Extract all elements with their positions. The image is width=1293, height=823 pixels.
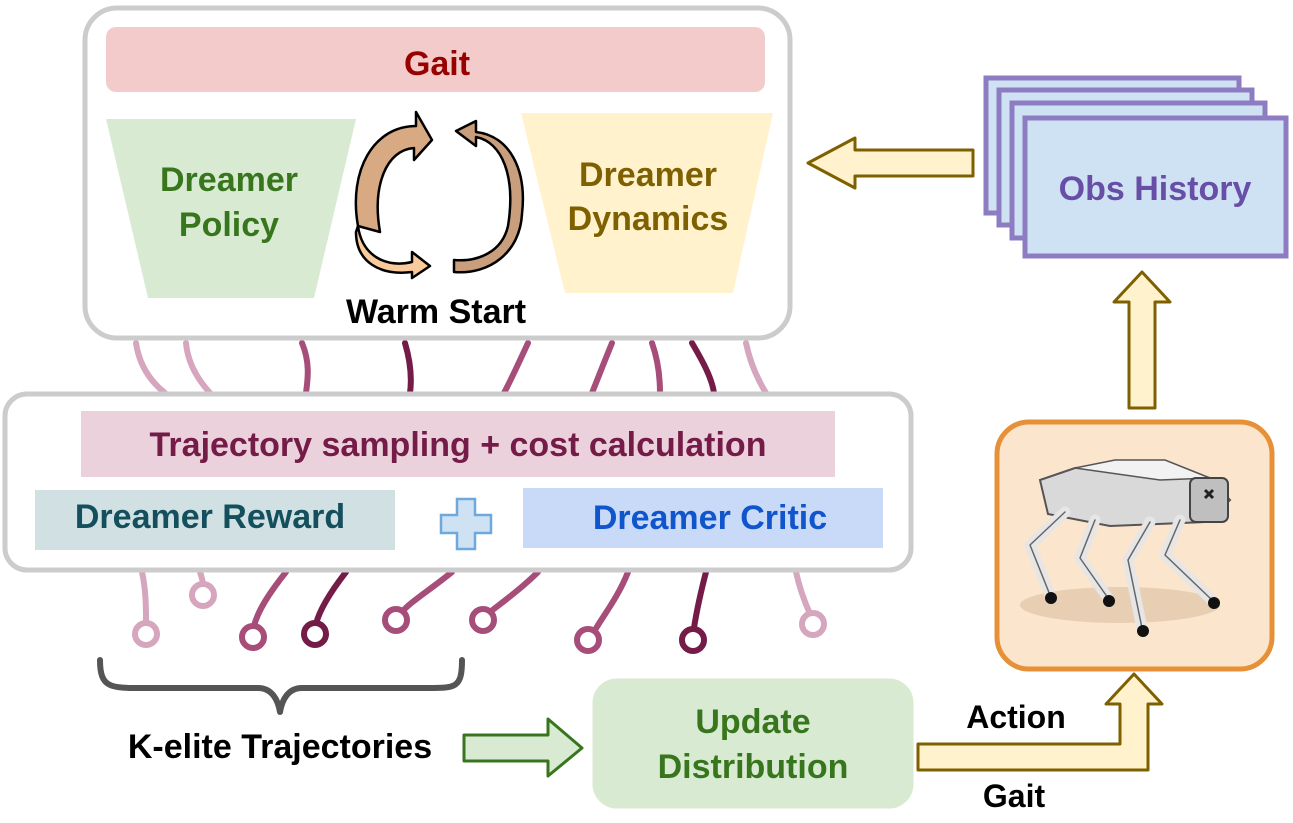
- trajectory-end-7: [574, 626, 602, 654]
- obs-card-front: [1022, 115, 1289, 259]
- cycle-arrow-bottom: [354, 224, 432, 280]
- gait-bar-label: Gait: [404, 45, 470, 83]
- trajectory-line-1: [139, 569, 149, 627]
- update-line1: Update: [695, 703, 810, 741]
- upper-wire-5: [501, 340, 531, 396]
- robot-head: [1189, 477, 1229, 523]
- robot-head-mark: [1203, 488, 1215, 500]
- cycle-arrow-top: [354, 110, 434, 234]
- robot-leg-back-left-outline: [1029, 511, 1066, 596]
- upper-wires: [133, 340, 769, 396]
- gait-bottom-label: Gait: [983, 778, 1046, 814]
- robot-leg-back-right-outline: [1079, 519, 1109, 599]
- action-label: Action: [966, 699, 1066, 735]
- trajectory-end-3: [239, 623, 267, 651]
- warm-start-cycle-icon: [354, 110, 525, 280]
- trajectory-end-6: [469, 606, 497, 634]
- upper-wire-6: [589, 340, 615, 396]
- upper-wire-2: [183, 340, 213, 396]
- robot-leg-front-left-outline: [1164, 519, 1213, 601]
- dreamer-policy-line1: Dreamer: [160, 161, 298, 199]
- trajectory-line-6: [487, 569, 541, 615]
- trajectory-end-8: [679, 626, 707, 654]
- dreamer-dynamics-shape: [521, 113, 773, 293]
- trajectory-line-5: [399, 569, 455, 615]
- cycle-arrow-right: [452, 119, 525, 274]
- dreamer-critic-bar: [523, 488, 883, 548]
- sampling-bar: [81, 411, 835, 477]
- trajectory-end-1: [132, 620, 160, 648]
- gait-bar: [106, 27, 765, 92]
- robot-shadow: [1020, 587, 1220, 623]
- upper-wire-7: [649, 340, 663, 396]
- upper-wire-1: [133, 340, 168, 396]
- plus-icon: [439, 497, 493, 551]
- trajectory-line-3: [251, 569, 289, 629]
- update-distribution-box: [592, 678, 914, 809]
- robot-legs: [1024, 506, 1218, 634]
- obs-to-planner-arrow: [806, 136, 975, 190]
- quadruped-robot-image: [1020, 459, 1232, 637]
- dreamer-policy-line2: Policy: [179, 206, 279, 244]
- update-line2: Distribution: [658, 748, 849, 786]
- obs-history-stack: [983, 75, 1289, 259]
- trajectory-end-2: [189, 581, 217, 609]
- trajectory-end-4: [301, 620, 329, 648]
- warm-start-label: Warm Start: [346, 293, 526, 331]
- trajectory-end-5: [382, 606, 410, 634]
- dreamer-policy-shape: [106, 119, 356, 298]
- trajectory-line-9: [793, 569, 813, 617]
- dreamer-dynamics-line2: Dynamics: [568, 200, 729, 238]
- upper-wire-8: [689, 340, 717, 396]
- trajectory-line-4: [313, 569, 349, 627]
- trajectory-line-8: [691, 569, 709, 631]
- upper-wire-4: [402, 340, 414, 396]
- robot-foot-2: [1137, 625, 1149, 637]
- sampling-label: Trajectory sampling + cost calculation: [150, 426, 767, 464]
- kelite-to-update-arrow: [462, 717, 584, 778]
- robot-foot-4: [1103, 595, 1115, 607]
- dreamer-dynamics-line1: Dreamer: [579, 156, 717, 194]
- robot-body-top: [1074, 459, 1211, 481]
- upper-wire-9: [743, 340, 769, 396]
- dreamer-reward-label: Dreamer Reward: [75, 498, 345, 536]
- trajectory-end-9: [799, 610, 827, 638]
- robot-to-obs-arrow: [1112, 270, 1172, 410]
- k-elite-label: K-elite Trajectories: [128, 728, 432, 766]
- dreamer-reward-bar: [35, 490, 395, 550]
- robot-foot-3: [1045, 592, 1057, 604]
- trajectory-line-7: [591, 569, 631, 635]
- dreamer-critic-label: Dreamer Critic: [593, 499, 827, 537]
- upper-wire-3: [299, 340, 311, 396]
- obs-history-label: Obs History: [1059, 170, 1252, 208]
- robot-foot-1: [1208, 597, 1220, 609]
- lower-trajectories: [132, 569, 827, 654]
- update-to-robot-arrow: [916, 672, 1164, 772]
- k-elite-brace: [97, 657, 465, 715]
- robot-leg-front-right-outline: [1127, 521, 1151, 629]
